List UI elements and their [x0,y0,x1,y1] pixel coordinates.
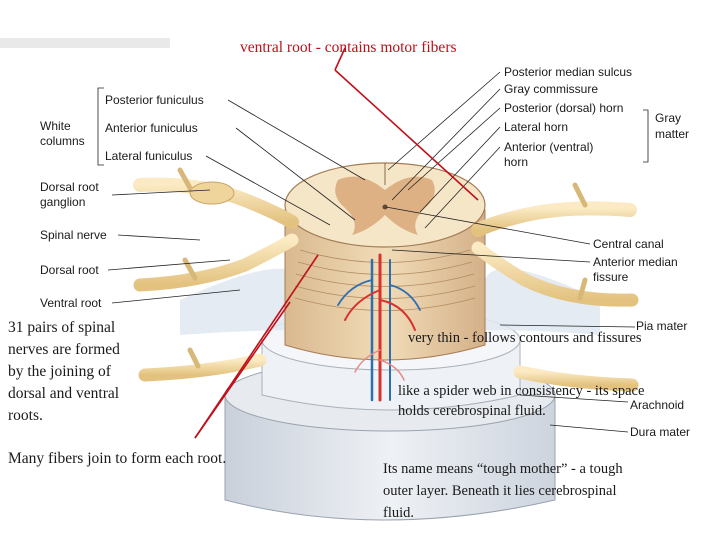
dura-note-line-2: outer layer. Beneath it lies cerebrospin… [383,483,617,499]
label-central-canal: Central canal [593,237,664,251]
label-lateral-funiculus: Lateral funiculus [105,149,193,163]
label-gray-commissure: Gray commissure [504,82,599,96]
pairs-note-line-4: dorsal and ventral [8,385,120,402]
label-pia-mater: Pia mater [636,319,688,333]
label-posterior-horn: Posterior (dorsal) horn [504,101,624,115]
label-dura-mater: Dura mater [630,425,691,439]
cord-body [284,162,486,361]
pairs-note-line-3: by the joining of [8,363,111,380]
pairs-note-line-5: roots. [8,407,43,424]
nerves-left [133,167,299,382]
arachnoid-note-line-2: holds cerebrospinal fluid. [398,403,546,419]
label-spinal-nerve: Spinal nerve [40,228,107,242]
label-dorsal-root-ganglion-1: Dorsal root [40,180,99,194]
label-dorsal-root: Dorsal root [40,263,99,277]
label-ventral-root: Ventral root [40,296,102,310]
blood-vessels [337,253,421,402]
label-white-columns-2: columns [40,134,85,148]
leader-lines [97,71,649,433]
label-anterior-median-fissure-1: Anterior median [593,255,678,269]
label-gray-matter-1: Gray [655,111,682,125]
cropped-header-strip [0,38,170,48]
label-arachnoid: Arachnoid [630,398,685,412]
label-anterior-median-fissure-2: fissure [593,270,629,284]
label-anterior-horn-2: horn [504,155,529,169]
pia-note: very thin - follows contours and fissure… [408,330,642,346]
fibers-note: Many fibers join to form each root. [8,450,227,467]
label-anterior-funiculus: Anterior funiculus [105,121,198,135]
label-posterior-funiculus: Posterior funiculus [105,93,204,107]
label-white-columns-1: White [40,119,71,133]
dura-note-line-3: fluid. [383,505,415,521]
label-anterior-horn-1: Anterior (ventral) [504,140,594,154]
pairs-note-line-2: nerves are formed [8,341,120,358]
label-dorsal-root-ganglion-2: ganglion [40,195,86,209]
label-lateral-horn: Lateral horn [504,120,569,134]
annotation-lines [194,47,479,439]
pia-mater-shape [180,268,600,335]
dura-note-line-1: Its name means “tough mother” - a tough [383,461,623,477]
nerves-right [471,182,639,392]
arachnoid-note-line-1: like a spider web in consistency - its s… [398,383,645,399]
pairs-note-line-1: 31 pairs of spinal [8,319,116,336]
label-posterior-median-sulcus: Posterior median sulcus [504,65,633,79]
ventral-root-note: ventral root - contains motor fibers [240,39,457,56]
label-gray-matter-2: matter [655,127,690,141]
